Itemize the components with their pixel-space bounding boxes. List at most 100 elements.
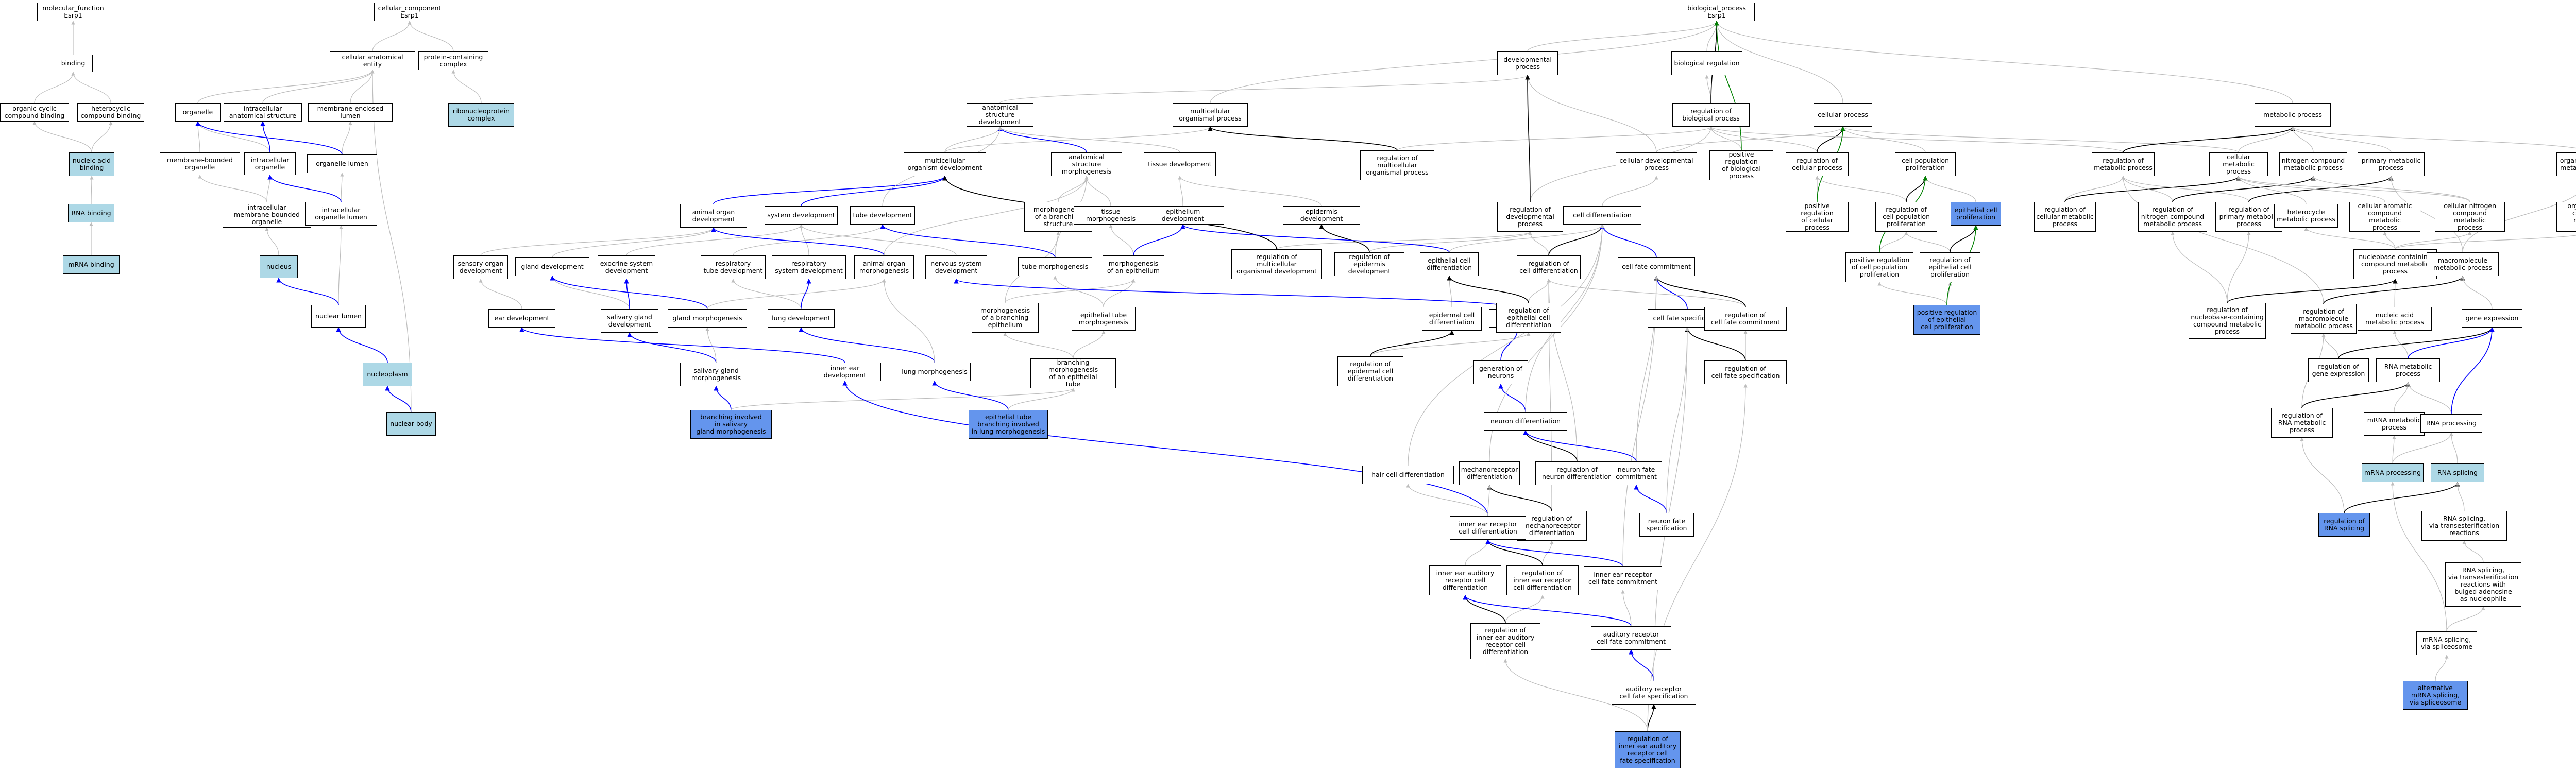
go-term-node[interactable]: tube development <box>850 206 915 225</box>
go-term-node[interactable]: epidermis development <box>1283 206 1360 225</box>
go-term-node[interactable]: cellular developmental process <box>1616 152 1697 176</box>
go-term-node[interactable]: molecular_function Esrp1 <box>37 3 109 21</box>
go-term-node[interactable]: regulation of macromolecule metabolic pr… <box>2291 304 2357 334</box>
go-term-node[interactable]: regulation of epithelial cell proliferat… <box>1920 252 1980 282</box>
go-term-node[interactable]: nucleic acid binding <box>69 152 114 176</box>
go-term-node[interactable]: ribonucleoprotein complex <box>448 103 514 127</box>
go-term-node[interactable]: organic substance metabolic process <box>2556 152 2576 176</box>
go-term-node[interactable]: intracellular anatomical structure <box>224 103 302 122</box>
go-term-node[interactable]: regulation of nucleobase-containing comp… <box>2189 303 2266 339</box>
go-term-node[interactable]: intracellular organelle <box>244 152 296 175</box>
go-term-node[interactable]: macromolecule metabolic process <box>2427 252 2499 276</box>
go-term-node[interactable]: regulation of cell fate commitment <box>1704 307 1787 331</box>
go-term-node[interactable]: nucleic acid metabolic process <box>2358 307 2432 331</box>
go-term-node[interactable]: regulation of inner ear auditory recepto… <box>1470 623 1540 659</box>
go-term-node[interactable]: regulation of cellular process <box>1786 152 1849 176</box>
go-term-node[interactable]: mRNA splicing, via spliceosome <box>2416 631 2477 655</box>
go-term-node[interactable]: morphogenesis of a branching structure <box>1024 202 1092 232</box>
go-term-node[interactable]: generation of neurons <box>1473 360 1528 384</box>
go-term-node[interactable]: nervous system development <box>925 255 987 279</box>
go-term-node[interactable]: regulation of multicellular organismal d… <box>1231 249 1322 279</box>
go-term-node[interactable]: mechanoreceptor differentiation <box>1459 461 1520 485</box>
go-term-node[interactable]: gland morphogenesis <box>668 309 747 328</box>
go-term-node[interactable]: nucleoplasm <box>363 363 412 386</box>
go-term-node[interactable]: membrane-enclosed lumen <box>308 103 393 122</box>
go-term-node[interactable]: biological_process Esrp1 <box>1679 3 1755 21</box>
go-term-node[interactable]: cellular_component Esrp1 <box>374 3 445 21</box>
go-term-node[interactable]: metabolic process <box>2255 103 2331 127</box>
go-term-node[interactable]: regulation of epidermal cell differentia… <box>1337 356 1403 386</box>
go-term-node[interactable]: neuron fate specification <box>1639 513 1694 537</box>
go-term-node[interactable]: gene expression <box>2462 309 2522 328</box>
go-term-node[interactable]: regulation of developmental process <box>1497 202 1563 232</box>
go-term-node[interactable]: alternative mRNA splicing, via spliceoso… <box>2403 681 2468 710</box>
go-term-node[interactable]: intracellular membrane-bounded organelle <box>223 202 311 228</box>
go-term-node[interactable]: intracellular organelle lumen <box>305 202 377 226</box>
go-term-node[interactable]: regulation of epithelial cell differenti… <box>1496 303 1561 333</box>
go-term-node[interactable]: auditory receptor cell fate specificatio… <box>1612 681 1696 705</box>
go-term-node[interactable]: tube morphogenesis <box>1018 257 1092 276</box>
go-term-node[interactable]: regulation of cell population proliferat… <box>1875 202 1937 232</box>
go-term-node[interactable]: epithelial tube branching involved in lu… <box>969 410 1048 439</box>
go-term-node[interactable]: binding <box>54 55 93 72</box>
go-term-node[interactable]: multicellular organism development <box>904 152 986 176</box>
go-term-node[interactable]: positive regulation of biological proces… <box>1709 150 1773 180</box>
go-term-node[interactable]: mRNA binding <box>63 255 120 274</box>
go-term-node[interactable]: salivary gland morphogenesis <box>680 363 752 386</box>
go-term-node[interactable]: epithelial tube morphogenesis <box>1072 307 1136 331</box>
go-term-node[interactable]: RNA metabolic process <box>2376 358 2440 382</box>
go-term-node[interactable]: cell population proliferation <box>1895 152 1956 176</box>
go-term-node[interactable]: cellular aromatic compound metabolic pro… <box>2349 202 2420 232</box>
go-term-node[interactable]: regulation of cellular metabolic process <box>2034 202 2096 232</box>
go-term-node[interactable]: regulation of primary metabolic process <box>2215 202 2282 232</box>
go-term-node[interactable]: regulation of inner ear receptor cell di… <box>1506 565 1579 595</box>
go-term-node[interactable]: cellular metabolic process <box>2209 152 2268 176</box>
go-term-node[interactable]: regulation of RNA metabolic process <box>2271 408 2333 438</box>
go-term-node[interactable]: branching morphogenesis of an epithelial… <box>1030 358 1116 388</box>
go-term-node[interactable]: regulation of biological process <box>1672 103 1750 127</box>
go-term-node[interactable]: cellular process <box>1814 103 1872 127</box>
go-term-node[interactable]: primary metabolic process <box>2358 152 2425 176</box>
go-term-node[interactable]: membrane-bounded organelle <box>160 152 240 175</box>
go-term-node[interactable]: nitrogen compound metabolic process <box>2279 152 2347 176</box>
go-term-node[interactable]: organic cyclic compound binding <box>0 103 69 122</box>
go-term-node[interactable]: protein-containing complex <box>418 51 488 70</box>
go-term-node[interactable]: branching involved in salivary gland mor… <box>690 410 772 439</box>
go-term-node[interactable]: positive regulation of cellular process <box>1786 202 1849 232</box>
go-term-node[interactable]: sensory organ development <box>453 255 508 279</box>
go-term-node[interactable]: RNA splicing, via transesterification re… <box>2445 562 2521 607</box>
go-term-node[interactable]: mRNA processing <box>2362 463 2424 482</box>
go-term-node[interactable]: positive regulation of epithelial cell p… <box>1913 305 1980 335</box>
go-term-node[interactable]: anatomical structure development <box>967 103 1033 127</box>
go-term-node[interactable]: regulation of metabolic process <box>2092 152 2155 176</box>
go-term-node[interactable]: auditory receptor cell fate commitment <box>1591 626 1671 650</box>
go-term-node[interactable]: exocrine system development <box>598 255 655 279</box>
go-term-node[interactable]: regulation of inner ear auditory recepto… <box>1615 731 1681 768</box>
go-term-node[interactable]: regulation of multicellular organismal p… <box>1360 150 1434 180</box>
go-term-node[interactable]: RNA splicing <box>2431 463 2484 482</box>
go-term-node[interactable]: epidermal cell differentiation <box>1422 307 1482 331</box>
go-term-node[interactable]: inner ear development <box>809 363 881 381</box>
go-term-node[interactable]: tissue morphogenesis <box>1074 206 1148 225</box>
go-term-node[interactable]: nucleobase-containing compound metabolic… <box>2353 249 2437 279</box>
go-term-node[interactable]: nuclear lumen <box>311 305 366 328</box>
go-term-node[interactable]: nucleus <box>260 255 298 278</box>
go-term-node[interactable]: cellular nitrogen compound metabolic pro… <box>2435 202 2505 232</box>
go-term-node[interactable]: animal organ morphogenesis <box>854 255 914 279</box>
go-term-node[interactable]: neuron fate commitment <box>1611 461 1662 485</box>
go-term-node[interactable]: RNA binding <box>68 204 114 222</box>
go-term-node[interactable]: lung morphogenesis <box>899 363 971 381</box>
go-term-node[interactable]: epithelial cell differentiation <box>1420 252 1479 276</box>
go-term-node[interactable]: organic cyclic compound metabolic proces… <box>2556 202 2576 232</box>
go-term-node[interactable]: regulation of mechanoreceptor differenti… <box>1517 511 1587 541</box>
go-term-node[interactable]: lung development <box>768 309 835 328</box>
go-term-node[interactable]: respiratory tube development <box>701 255 766 279</box>
go-term-node[interactable]: regulation of RNA splicing <box>2318 513 2370 537</box>
go-term-node[interactable]: regulation of gene expression <box>2308 358 2369 382</box>
go-term-node[interactable]: ear development <box>488 309 555 328</box>
go-term-node[interactable]: gland development <box>515 257 589 276</box>
go-term-node[interactable]: tissue development <box>1144 152 1216 176</box>
go-term-node[interactable]: inner ear receptor cell fate commitment <box>1584 566 1662 590</box>
go-term-node[interactable]: morphogenesis of an epithelium <box>1103 255 1164 279</box>
go-term-node[interactable]: cell fate commitment <box>1618 257 1695 276</box>
